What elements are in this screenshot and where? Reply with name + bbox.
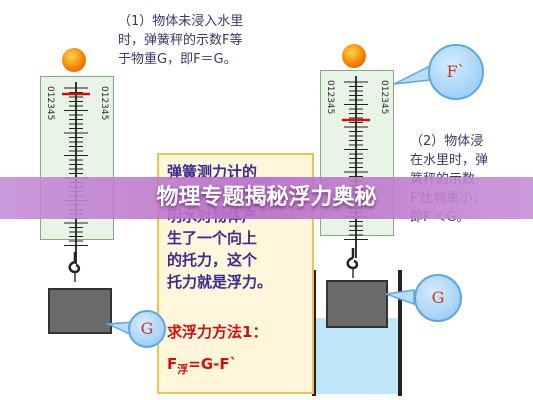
banner-title: 物理专题揭秘浮力奥秘 (156, 185, 377, 210)
left-hook-icon (68, 252, 81, 282)
formula-subscript: 浮 (177, 363, 189, 376)
container-right-wall (398, 270, 402, 396)
right-hook-icon (346, 248, 359, 278)
caption-step1: （1）物体未浸入水里 时，弹簧秤的示数F等 于物重G，即F＝G。 (118, 14, 244, 67)
left-scale-digits-right: 012345 (99, 86, 109, 121)
right-scale-digits-left: 012345 (325, 80, 335, 115)
title-banner: 物理专题揭秘浮力奥秘 (0, 177, 533, 219)
left-scale-ticks (62, 82, 90, 264)
g-right-callout: G (414, 274, 462, 322)
right-scale-ticks (342, 76, 370, 258)
water (316, 318, 398, 394)
g-right-callout-pointer (385, 289, 415, 306)
right-scale-digits-right: 012345 (379, 80, 389, 115)
g-left-callout: G (128, 310, 166, 348)
right-weight-block (326, 280, 388, 328)
container-left-wall (312, 270, 316, 396)
left-scale-digits-left: 012345 (45, 86, 55, 121)
right-scale-bulb (342, 44, 366, 68)
f-prime-callout-pointer (393, 64, 431, 85)
left-scale-bulb (62, 48, 86, 72)
f-prime-callout: F` (428, 44, 484, 100)
left-weight-block (48, 288, 112, 334)
formula-rest: =G-F` (188, 355, 238, 373)
formula-f: F (167, 355, 178, 373)
method-label: 求浮力方法1： (167, 323, 268, 341)
formula: F浮=G-F` (167, 355, 237, 377)
